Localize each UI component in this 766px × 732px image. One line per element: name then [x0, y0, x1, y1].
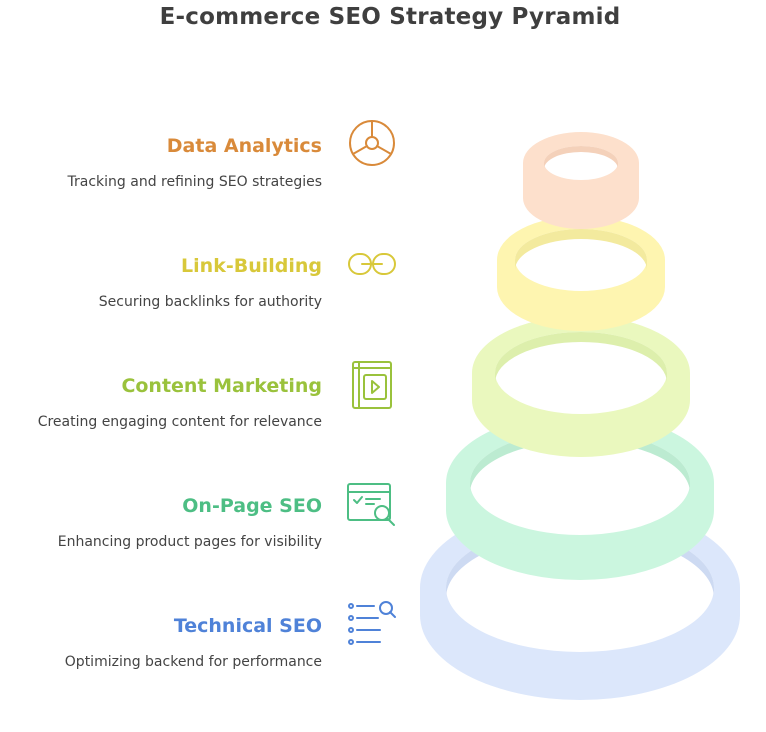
- ring-on-page-seo: [446, 413, 714, 580]
- level-title: Content Marketing: [121, 375, 322, 397]
- ring-link-building: [497, 216, 665, 331]
- level-description: Creating engaging content for relevance: [37, 414, 322, 430]
- level-description: Securing backlinks for authority: [98, 294, 322, 310]
- ring-data-analytics: [523, 132, 639, 229]
- pyramid-rings: [420, 132, 740, 700]
- level-link-building: Link-Building Securing backlinks for aut…: [0, 255, 322, 311]
- page-title: E-commerce SEO Strategy Pyramid: [159, 4, 621, 30]
- level-data-analytics: Data Analytics Tracking and refining SEO…: [0, 135, 322, 191]
- video-book-icon: [344, 358, 400, 410]
- level-description: Optimizing backend for performance: [64, 654, 322, 670]
- ring-content-marketing: [472, 316, 690, 457]
- chain-link-icon: [344, 238, 400, 290]
- list-search-icon: [344, 598, 400, 650]
- pie-chart-icon: [344, 118, 400, 170]
- level-technical-seo: Technical SEO Optimizing backend for per…: [0, 615, 322, 671]
- level-description: Enhancing product pages for visibility: [57, 534, 322, 550]
- level-description: Tracking and refining SEO strategies: [67, 174, 322, 190]
- level-title: Technical SEO: [173, 615, 322, 637]
- level-on-page-seo: On-Page SEO Enhancing product pages for …: [0, 495, 322, 551]
- page-search-icon: [344, 478, 400, 530]
- level-content-marketing: Content Marketing Creating engaging cont…: [0, 375, 322, 431]
- level-title: Data Analytics: [166, 135, 322, 157]
- level-title: Link-Building: [181, 255, 322, 277]
- level-title: On-Page SEO: [182, 495, 322, 517]
